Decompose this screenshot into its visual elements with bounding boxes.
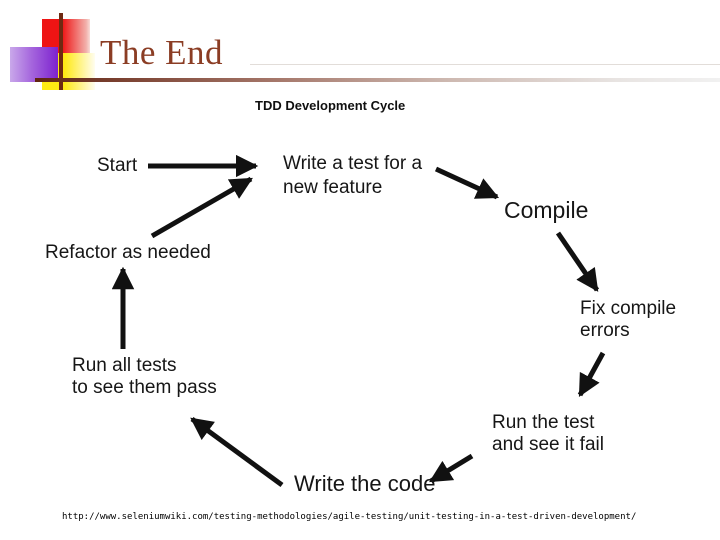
arrow-run-test-to-write-code — [429, 453, 474, 484]
node-write-test: Write a test for a new feature — [283, 153, 423, 198]
title-rule — [35, 78, 720, 82]
slide-title: The End — [100, 33, 224, 72]
diagram-title: TDD Development Cycle — [255, 98, 406, 113]
logo-purple-square — [10, 47, 58, 82]
arrow-compile-to-fix-errors — [555, 231, 600, 292]
node-write-code: Write the code — [294, 471, 436, 496]
node-start: Start — [97, 155, 138, 176]
node-fix-compile-errors: Fix compile errors — [580, 298, 677, 341]
arrow-refactor-to-write-test — [150, 176, 253, 239]
arrow-write-code-to-run-all-tests — [190, 416, 284, 488]
arrow-write-test-to-compile — [434, 166, 500, 200]
node-run-all-tests: Run all tests to see them pass — [72, 355, 217, 398]
arrow-fix-errors-to-run-test — [577, 351, 606, 397]
title-thin-rule — [250, 64, 720, 65]
node-run-test: Run the test and see it fail — [492, 412, 604, 455]
node-compile: Compile — [504, 197, 589, 223]
logo-vertical-line — [59, 13, 63, 90]
node-refactor: Refactor as needed — [45, 242, 211, 263]
source-url: http://www.seleniumwiki.com/testing-meth… — [62, 512, 637, 522]
